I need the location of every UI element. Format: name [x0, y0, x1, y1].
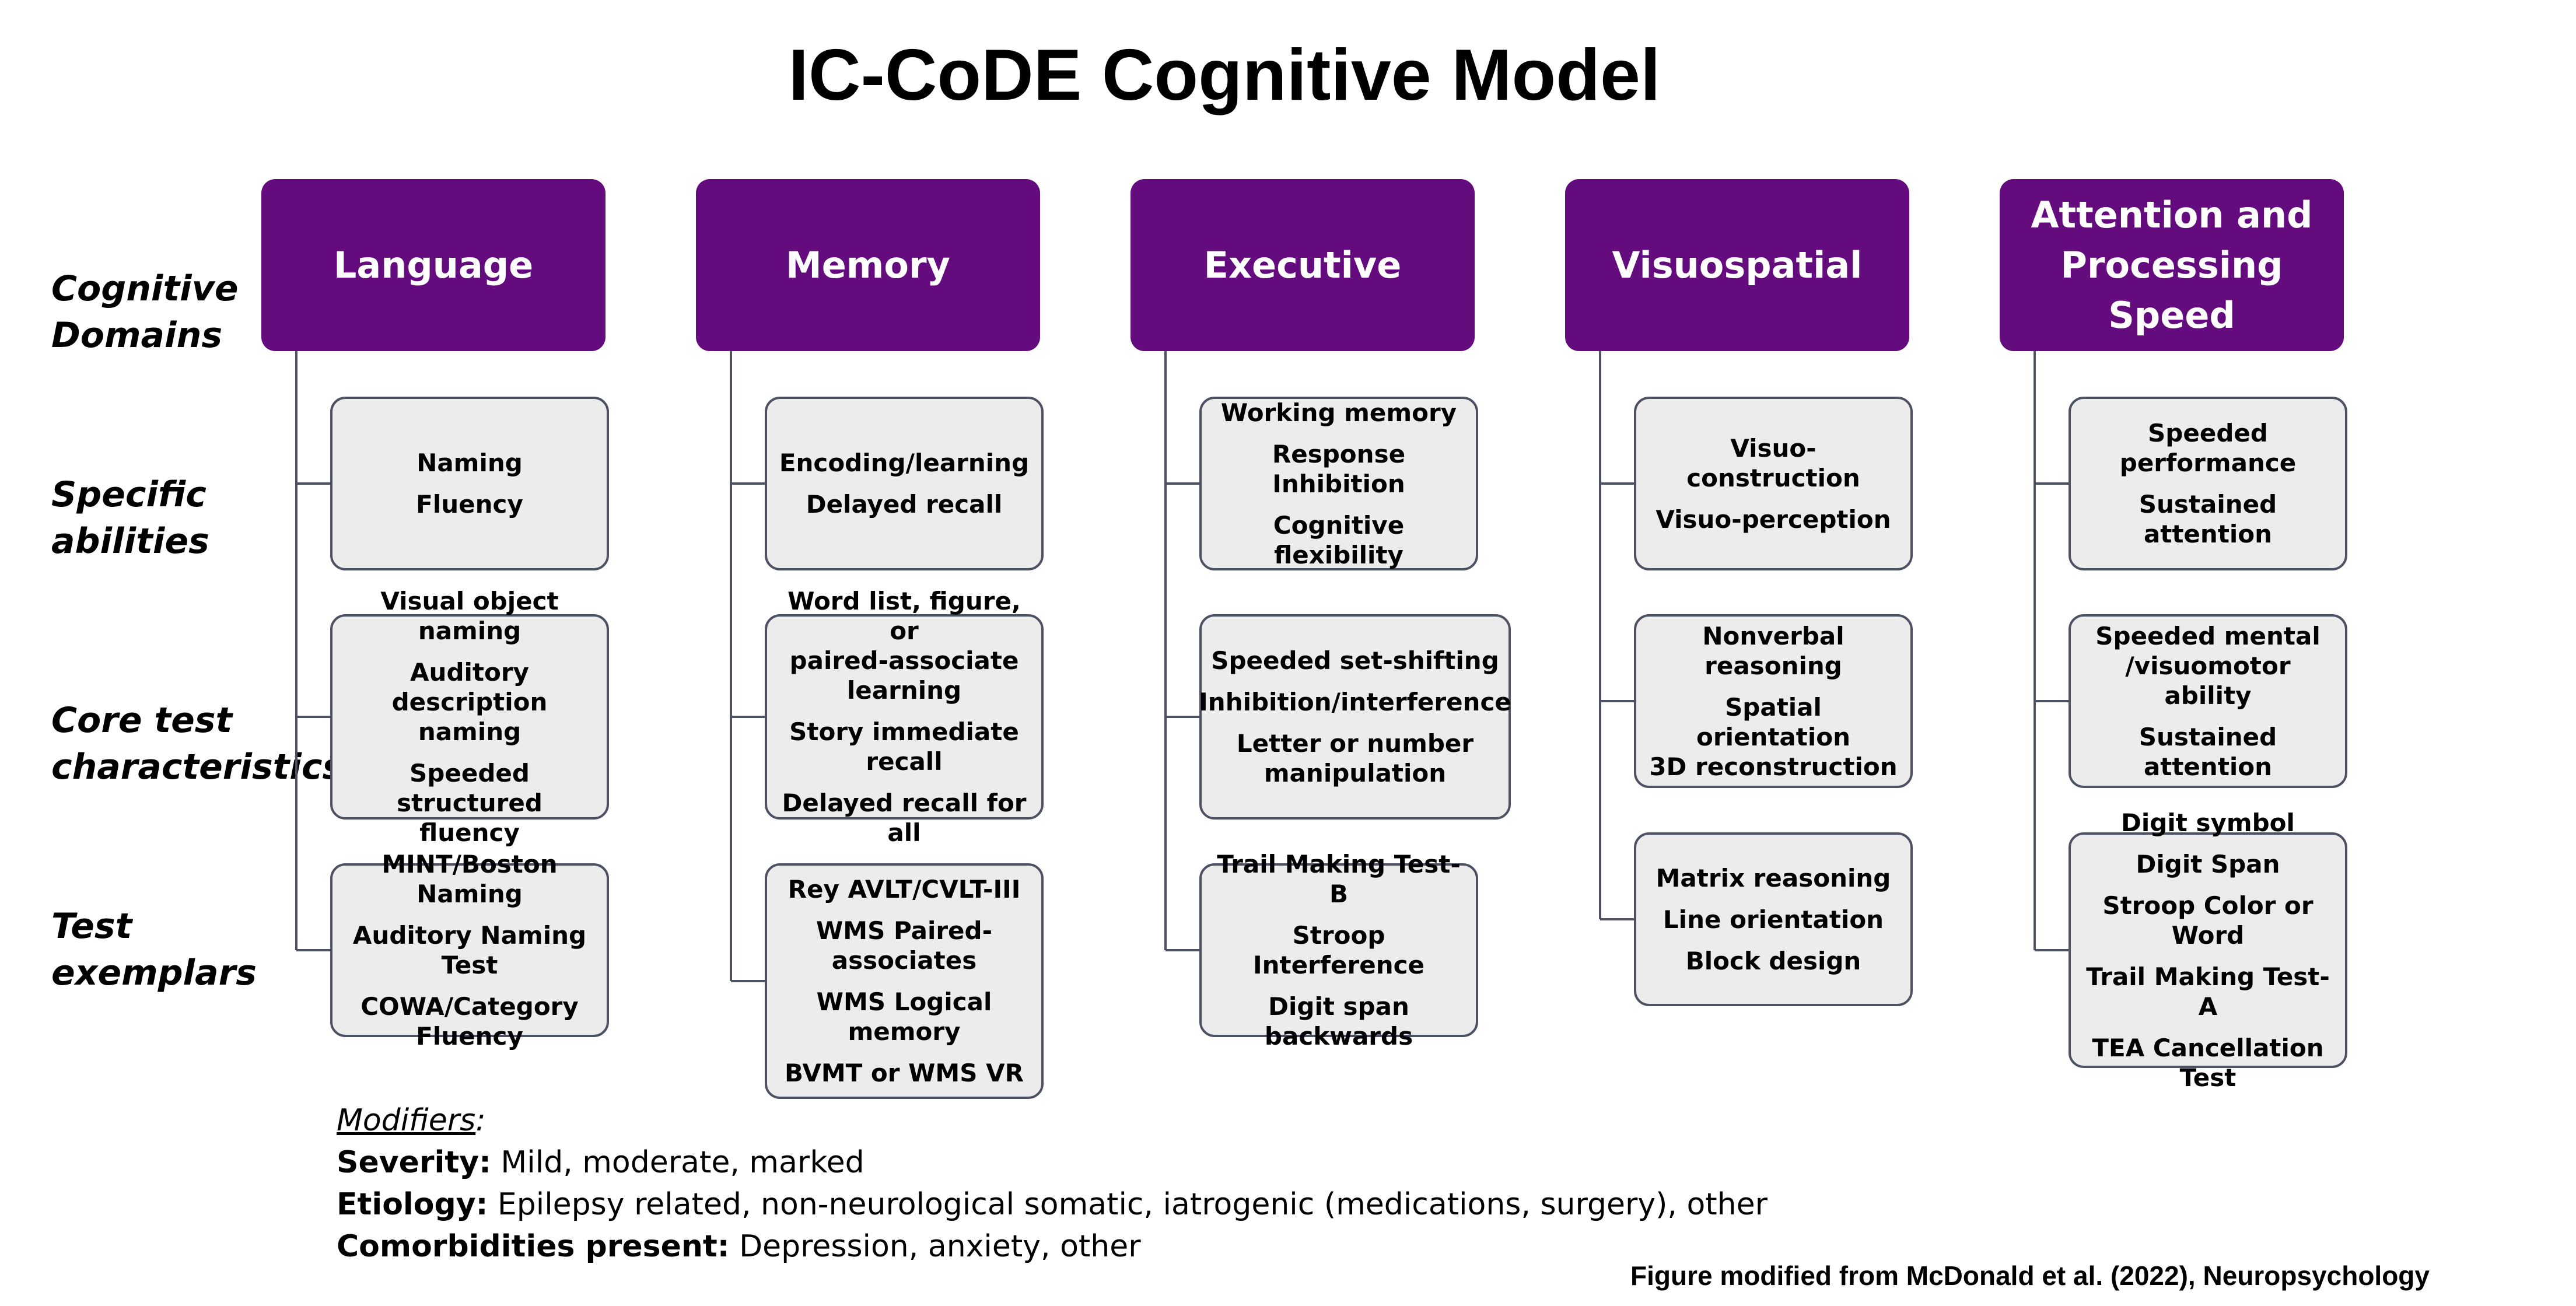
exemplars-item: Stroop Interference	[1252, 921, 1425, 979]
page-title: IC-CoDE Cognitive Model	[788, 35, 1661, 115]
core-item: Inhibition/interference	[1199, 688, 1511, 716]
abilities-item: Sustained attention	[2138, 490, 2277, 548]
exemplars-item: Stroop Color or Word	[2102, 891, 2314, 950]
domain-label: Visuospatial	[1612, 243, 1863, 286]
core-item: Letter or number manipulation	[1236, 729, 1474, 787]
domain-label: Memory	[786, 243, 950, 286]
row-label-abilities: Specific abilities	[51, 474, 209, 562]
exemplars-item: WMS Paired- associates	[816, 916, 993, 975]
domain-box: Language	[261, 179, 606, 351]
exemplars-item: COWA/Category Fluency	[360, 992, 579, 1051]
modifier-etiology: Etiology: Epilepsy related, non-neurolog…	[337, 1184, 1768, 1226]
core-item: Speeded structured fluency	[397, 759, 542, 847]
core-item: Sustained attention	[2138, 722, 2277, 781]
exemplars-item: Digit symbol	[2121, 808, 2295, 837]
domain-label: Executive	[1203, 243, 1402, 286]
domain-box: Visuospatial	[1565, 179, 1909, 351]
row-label-domains: Cognitive Domains	[51, 268, 239, 356]
abilities-item: Fluency	[416, 490, 523, 519]
domain-box: Executive	[1130, 179, 1475, 351]
abilities-item: Encoding/learning	[779, 449, 1030, 477]
exemplars-item: Trail Making Test-B	[1217, 850, 1461, 908]
abilities-item: Visuo-construction	[1686, 433, 1860, 492]
modifier-key: Severity:	[337, 1145, 491, 1180]
modifier-value: Depression, anxiety, other	[729, 1229, 1141, 1264]
abilities-item: Visuo-perception	[1656, 505, 1891, 534]
domain-box: Memory	[696, 179, 1040, 351]
modifier-comorbidities: Comorbidities present: Depression, anxie…	[337, 1226, 1768, 1268]
exemplars-item: Digit Span	[2136, 850, 2280, 878]
domain-label: Attention and Processing Speed	[2031, 193, 2313, 337]
exemplars-item: BVMT or WMS VR	[785, 1059, 1024, 1087]
core-box: Word list, figure, or paired-associate l…	[765, 587, 1044, 847]
exemplars-item: Line orientation	[1662, 905, 1884, 934]
modifier-value: Epilepsy related, non-neurological somat…	[488, 1187, 1768, 1222]
exemplars-item: WMS Logical memory	[816, 988, 992, 1046]
abilities-item: Response Inhibition	[1272, 439, 1406, 498]
core-item: Visual object naming	[380, 587, 559, 645]
core-item: Spatial orientation 3D reconstruction	[1649, 692, 1898, 781]
abilities-item: Naming	[416, 449, 523, 477]
row-label-core: Core test characteristics	[51, 700, 344, 787]
core-item: Delayed recall for all	[782, 789, 1027, 847]
core-item: Speeded set-shifting	[1211, 646, 1499, 675]
abilities-item: Working memory	[1220, 398, 1457, 427]
exemplars-item: Block design	[1685, 946, 1861, 975]
modifiers-heading: Modifiers:	[337, 1103, 486, 1138]
modifiers-heading-text: Modifiers	[337, 1103, 476, 1138]
modifier-key: Comorbidities present:	[337, 1229, 730, 1264]
abilities-item: Cognitive flexibility	[1273, 510, 1405, 569]
modifiers-panel: Modifiers: Severity: Mild, moderate, mar…	[337, 1100, 1768, 1268]
exemplars-item: Auditory Naming Test	[352, 921, 587, 979]
exemplars-item: Matrix reasoning	[1656, 863, 1891, 892]
exemplars-item: Digit span backwards	[1264, 992, 1413, 1051]
core-item: Story immediate recall	[789, 717, 1019, 776]
exemplars-item: Trail Making Test-A	[2086, 962, 2330, 1021]
modifier-severity: Severity: Mild, moderate, marked	[337, 1142, 1768, 1184]
exemplars-item: Rey AVLT/CVLT-III	[788, 875, 1021, 904]
abilities-item: Delayed recall	[806, 490, 1003, 519]
core-item: Word list, figure, or paired-associate l…	[788, 587, 1021, 705]
row-label-exemplars: Test exemplars	[51, 906, 257, 993]
figure-source-note: Figure modified from McDonald et al. (20…	[1630, 1261, 2430, 1291]
core-item: Auditory description naming	[391, 658, 548, 746]
domain-box: Attention and Processing Speed	[2000, 179, 2344, 351]
modifier-value: Mild, moderate, marked	[491, 1145, 864, 1180]
exemplars-item: TEA Cancellation Test	[2092, 1034, 2324, 1092]
modifier-key: Etiology:	[337, 1187, 488, 1222]
core-item: Speeded mental /visuomotor ability	[2095, 621, 2320, 710]
abilities-item: Speeded performance	[2119, 419, 2297, 477]
core-item: Nonverbal reasoning	[1702, 621, 1845, 680]
domain-label: Language	[333, 243, 534, 286]
exemplars-item: MINT/Boston Naming	[382, 850, 558, 908]
